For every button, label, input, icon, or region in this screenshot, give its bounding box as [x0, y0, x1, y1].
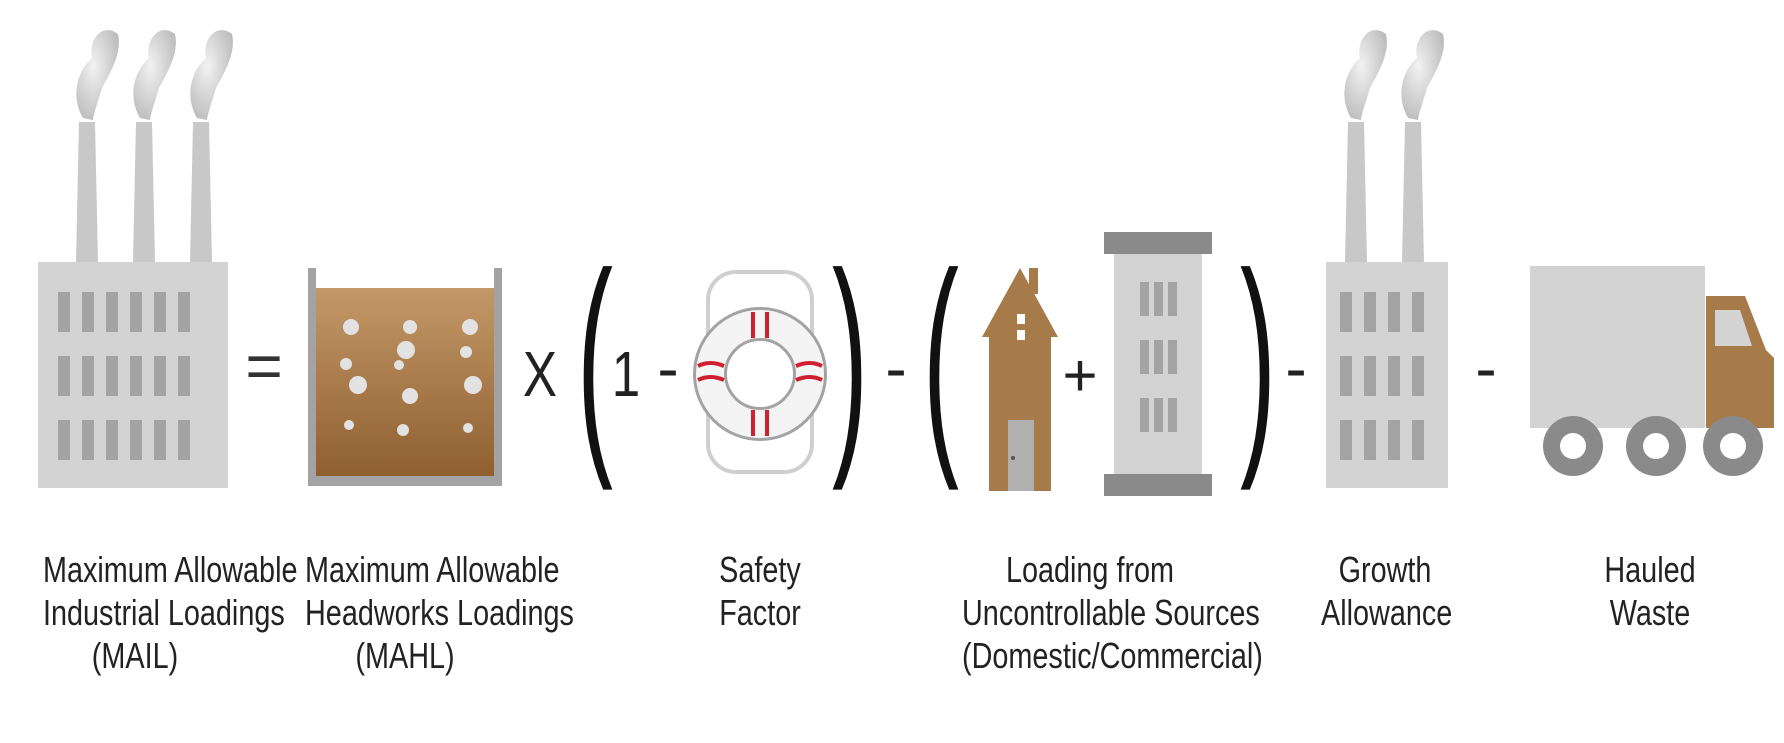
label-safety-factor: Safety Factor: [696, 548, 824, 634]
minus-sign-4: -: [1475, 332, 1496, 404]
label-growth-line1: Growth: [1338, 549, 1432, 590]
label-mail: Maximum Allowable Industrial Loadings (M…: [43, 548, 298, 678]
label-safety-line2: Factor: [719, 592, 801, 634]
label-growth-line2: Allowance: [1321, 592, 1453, 634]
label-hauled-line2: Waste: [1609, 592, 1691, 634]
label-mail-line2: Industrial Loadings: [43, 592, 285, 634]
label-uncontrollable-line1: Loading from: [1005, 549, 1175, 590]
smoke-icon: [1344, 30, 1444, 121]
label-uncontrollable-line2: Uncontrollable Sources: [962, 592, 1260, 634]
label-mail-line1: Maximum Allowable: [43, 549, 298, 590]
smoke-icon: [76, 30, 233, 121]
minus-sign-2: -: [885, 332, 906, 404]
label-hauled-waste: Hauled Waste: [1586, 548, 1714, 634]
close-paren-2: ): [1240, 225, 1276, 492]
wheel-icon: [1543, 416, 1763, 476]
truck-icon: [1530, 266, 1774, 476]
factory-icon: [1326, 30, 1448, 488]
label-mahl-line1: Maximum Allowable: [305, 549, 560, 590]
label-mail-line3: (MAIL): [91, 635, 179, 677]
equals-sign: =: [245, 330, 282, 402]
label-uncontrollable-sources: Loading from Uncontrollable Sources (Dom…: [962, 548, 1263, 678]
open-paren-1: (: [577, 225, 613, 492]
label-growth-allowance: Growth Allowance: [1321, 548, 1453, 634]
factory-icon: [38, 30, 233, 488]
label-mahl: Maximum Allowable Headworks Loadings (MA…: [305, 548, 574, 678]
house-icon: [982, 268, 1058, 491]
minus-sign-1: -: [657, 332, 678, 404]
plus-sign: +: [1062, 342, 1097, 409]
tank-icon: [308, 268, 502, 486]
label-safety-line1: Safety: [719, 549, 801, 590]
close-paren-1: ): [832, 225, 868, 492]
label-uncontrollable-line3: (Domestic/Commercial): [962, 635, 1263, 677]
minus-sign-3: -: [1285, 332, 1306, 404]
life-ring-icon: [693, 270, 827, 474]
label-mahl-line3: (MAHL): [355, 635, 455, 677]
one-digit: 1: [612, 340, 640, 411]
open-paren-2: (: [923, 225, 959, 492]
times-sign: X: [523, 340, 557, 411]
label-hauled-line1: Hauled: [1604, 549, 1696, 590]
office-building-icon: [1104, 232, 1212, 496]
label-mahl-line2: Headworks Loadings: [305, 592, 574, 634]
